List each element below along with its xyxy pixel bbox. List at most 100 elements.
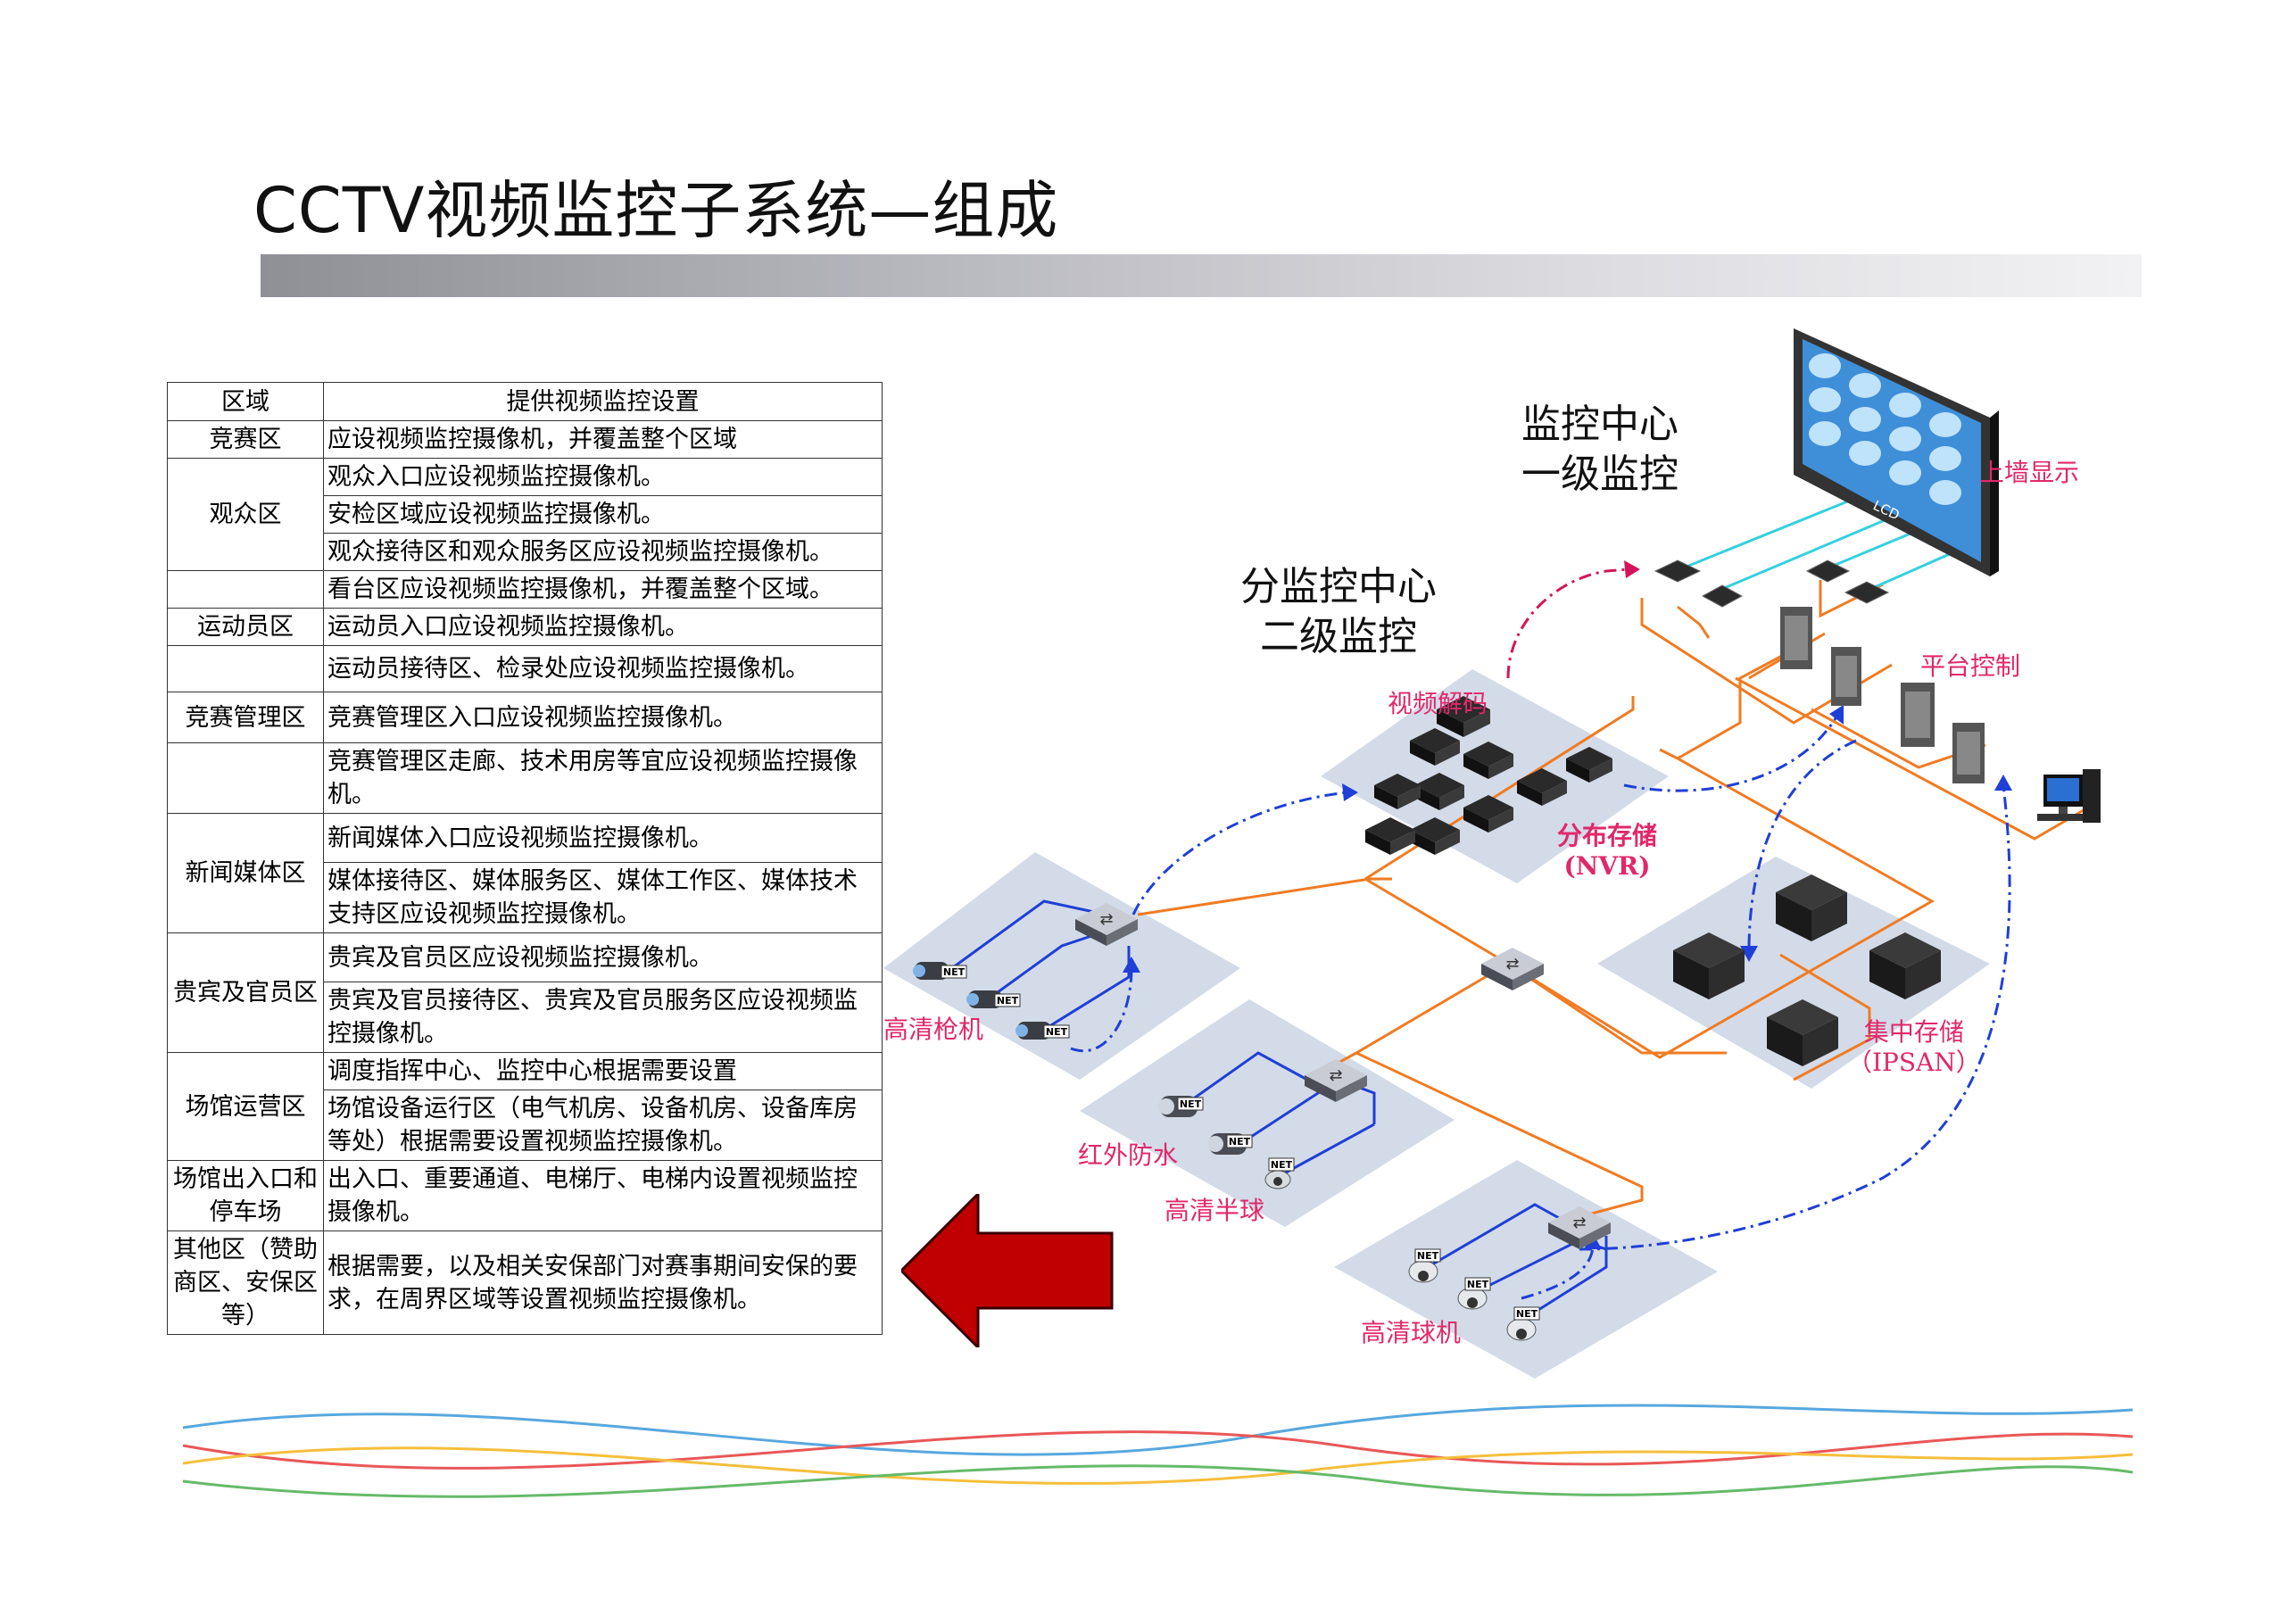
storage-array-icon [1776,874,1847,941]
net-tag: NET [1226,1134,1253,1148]
line [1521,1236,1608,1322]
switch-icon: ⇄ [1305,1059,1367,1102]
setting-cell: 竞赛管理区入口应设视频监控摄像机。 [323,692,883,743]
monitor-center-line2: 一级监控 [1521,452,1678,497]
setting-cell: 观众入口应设视频监控摄像机。 [323,458,883,496]
central-storage-line1: 集中存储 [1863,1017,1964,1047]
storage-array-icon [1869,932,1941,999]
ipsan-zone-plate [1597,857,1990,1089]
nvr-zone-plate [1321,669,1669,883]
title-gradient-bar [261,254,2142,297]
distributed-storage-line2: (NVR) [1563,851,1651,881]
zone-cell: 场馆运营区 [167,1052,324,1161]
decoder-icon [1844,581,1890,604]
line [1034,946,1131,1037]
monitor-center-title: 监控中心 一级监控 [1521,400,1678,500]
setting-cell: 看台区应设视频监控摄像机，并覆盖整个区域。 [323,570,883,609]
net-tag: NET [1268,1157,1295,1172]
table-row: 看台区应设视频监控摄像机，并覆盖整个区域。 [167,570,883,609]
table-row: 其他区（赞助商区、安保区等） 根据需要，以及相关安保部门对赛事期间安保的要求，在… [167,1230,883,1335]
nvr-icon [1463,795,1513,833]
zone-plates [883,669,1990,1379]
zone-cell: 其他区（赞助商区、安保区等） [167,1230,324,1335]
table-row: 场馆运营区 调度指挥中心、监控中心根据需要设置 [167,1052,883,1161]
page-title: CCTV视频监控子系统—组成 [253,174,1059,247]
nvr-icon [1566,747,1612,783]
red-left-arrow-icon [901,1194,1114,1347]
nvr-icon [1374,774,1421,809]
decode-to-display-flow [1506,568,1629,679]
net-tag-text: NET [1516,1308,1538,1320]
table-row: 观众接待区和观众服务区应设视频监控摄像机。 [168,533,883,571]
flow-path [1747,739,1857,951]
hd-ptz-label: 高清球机 [1361,1318,1462,1347]
header-zone: 区域 [167,382,324,421]
hd-bullet-label: 高清枪机 [883,1015,984,1044]
bullet-camera-zone-plate [883,852,1240,1080]
zone-cell: 贵宾及官员区 [167,932,324,1053]
table-row: 新闻媒体区 新闻媒体入口应设视频监控摄像机。 [167,813,883,933]
table-row: 贵宾及官员区 贵宾及官员区应设视频监控摄像机。 [167,932,883,1053]
wave-line [182,1464,2134,1498]
server-icon [1952,723,1985,783]
net-tag-text: NET [997,995,1019,1007]
flow-path [1506,568,1629,679]
ir-camera-zone-plate [1080,999,1455,1227]
sub-center-line1: 分监控中心 [1240,564,1437,609]
line [1507,748,1935,1059]
ir-waterproof-label: 红外防水 [1078,1140,1179,1170]
svg-text:⇄: ⇄ [1329,1066,1342,1085]
setting-cell: 贵宾及官员接待区、贵宾及官员服务区应设视频监控摄像机。 [323,982,883,1053]
decoder-icon [1701,584,1744,608]
net-tag-text: NET [1467,1279,1489,1290]
flow-arrowhead [1994,775,2012,791]
storage-array-icon [1767,999,1838,1066]
nvr-icon [1410,817,1460,855]
ptz-camera-icon [1457,1287,1488,1310]
table-row: 贵宾及官员接待区、贵宾及官员服务区应设视频监控摄像机。 [168,982,883,1053]
sub-center-title: 分监控中心 二级监控 [1240,562,1437,662]
flow-path [1623,713,1840,792]
line [1364,877,1727,1055]
wall-display-label: 上墙显示 [1979,458,2080,487]
ptz-camera-zone-plate [1334,1160,1718,1379]
zone-cell: 观众区 [167,458,324,571]
net-tag: NET [1414,1248,1441,1263]
net-tag: NET [1513,1306,1540,1321]
nvr-icon [1437,696,1490,737]
sub-center-line2: 二级监控 [1260,614,1417,659]
zone-cell [167,742,324,814]
central-storage-line2: （IPSAN） [1847,1048,1981,1077]
setting-cell: 运动员接待区、检录处应设视频监控摄像机。 [323,645,883,692]
bullet-camera-icon [913,962,949,980]
flow-arrowhead [1740,946,1758,962]
svg-text:⇄: ⇄ [1099,910,1113,929]
net-tag-text: NET [1180,1098,1202,1110]
orange-network-lines [1137,580,2089,1220]
flow-arrowhead [1624,560,1640,578]
nvr-icon [1410,728,1460,766]
net-tag-text: NET [1417,1250,1439,1262]
header-settings: 提供视频监控设置 [323,382,883,421]
wave-line [182,1430,2134,1470]
net-tag: NET [1043,1024,1070,1039]
zone-cell: 场馆出入口和停车场 [167,1160,324,1231]
server-icon [1780,607,1812,669]
platform-control-label: 平台控制 [1920,651,2021,681]
net-tag-text: NET [1271,1159,1293,1171]
workstation-pc-icon [2037,769,2101,823]
bullet-camera-icon [966,990,1002,1008]
zone-cell: 竞赛区 [167,420,324,459]
flow-path [1579,784,2011,1251]
nvr-icon [1517,768,1567,806]
setting-cell: 安检区域应设视频监控摄像机。 [323,495,883,534]
net-tag: NET [1464,1277,1491,1291]
decoder-icon [1654,559,1702,583]
network-switches: ⇄ ⇄ ⇄ ⇄ [1075,903,1611,1249]
nvr-devices [1365,696,1612,855]
table-row: 观众区 观众入口应设视频监控摄像机。 [167,458,883,571]
table-header-row: 区域 提供视频监控设置 [167,382,883,421]
switch-icon: ⇄ [1075,903,1138,946]
